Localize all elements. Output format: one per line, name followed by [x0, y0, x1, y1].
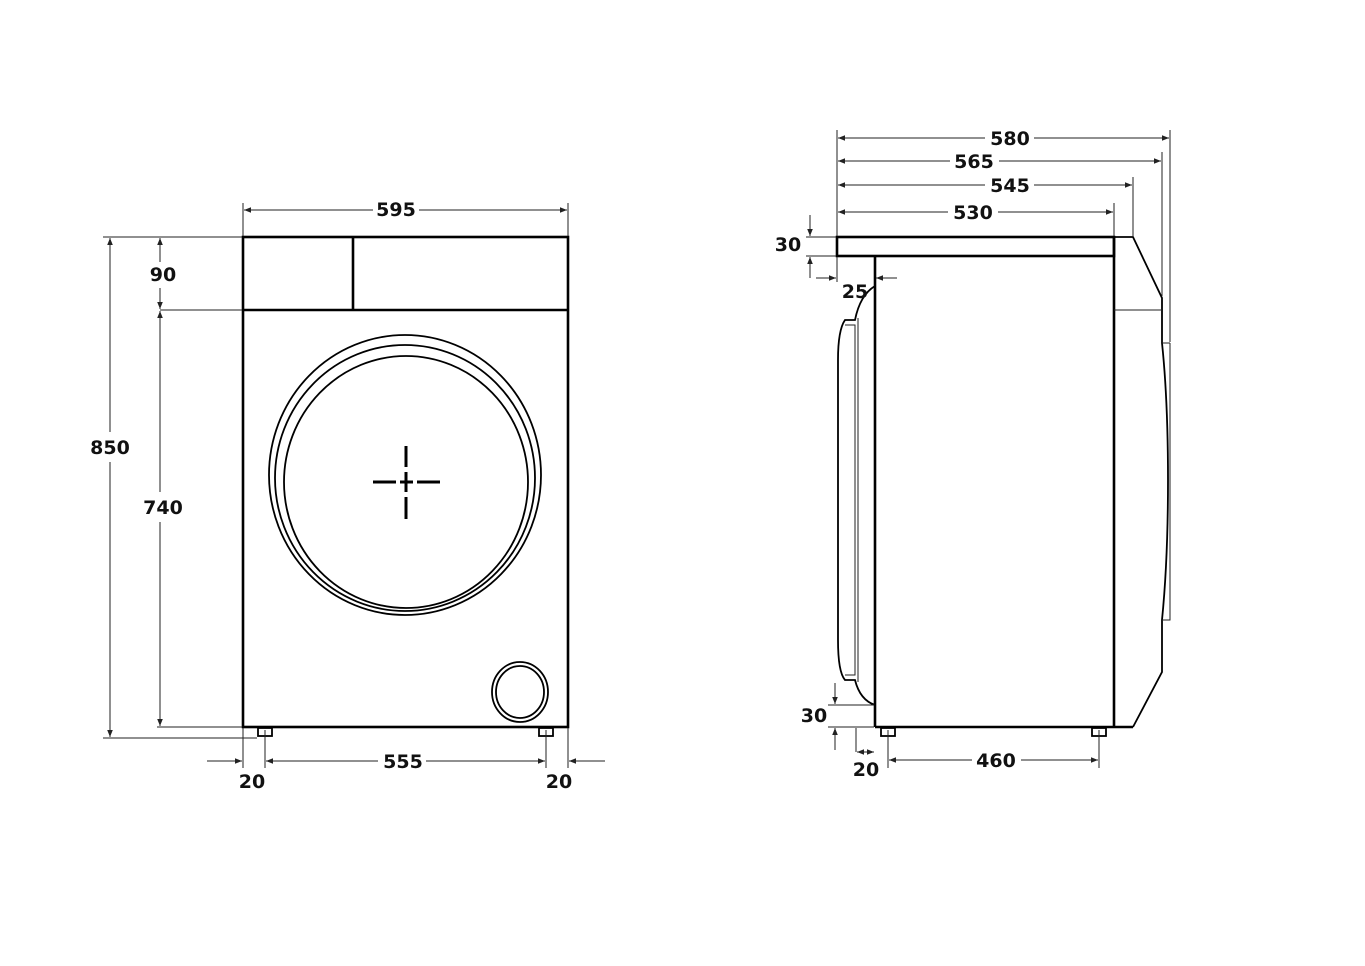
dim-top-overhang: 25	[816, 257, 897, 303]
depth-body-label: 530	[953, 202, 993, 224]
foot-offset-right-label: 20	[546, 771, 572, 793]
top-overhang-label: 25	[842, 281, 868, 303]
control-panel-height-label: 90	[150, 264, 176, 286]
side-top-plate	[835, 235, 1116, 258]
front-cabinet	[241, 235, 570, 729]
door-outer-ring	[268, 334, 542, 616]
foot-offset-left-label: 20	[239, 771, 265, 793]
dim-side-feet: 460 20	[853, 728, 1100, 781]
dim-side-depths: 580 565 545 530	[836, 128, 1171, 342]
dim-side-foot-height: 30	[801, 683, 874, 750]
dim-front-width: 595	[242, 199, 569, 236]
side-door-profile-inner	[845, 324, 856, 676]
depth-with-door-label: 565	[954, 151, 994, 173]
body-height-label: 740	[143, 497, 183, 519]
foot-spacing-label: 555	[383, 751, 423, 773]
front-view: 595 850 90 740	[90, 199, 605, 793]
depth-max-label: 580	[990, 128, 1030, 150]
dim-top-thickness: 30	[775, 215, 836, 278]
front-height-total-label: 850	[90, 437, 130, 459]
door-outer-ring-inner-edge	[274, 344, 536, 612]
side-door-profile	[837, 285, 876, 706]
side-rear-profile-inner	[1162, 342, 1171, 621]
side-rear-profile	[1114, 236, 1169, 728]
filter-hatch-inner	[495, 665, 545, 719]
side-view: 580 565 545 530 30 25	[775, 128, 1171, 781]
filter-hatch-outer	[491, 661, 549, 723]
side-foot-height-label: 30	[801, 705, 827, 727]
side-foot-offset-label: 20	[853, 759, 879, 781]
front-width-label: 595	[376, 199, 416, 221]
dim-body-height: 740	[143, 311, 242, 728]
side-foot-spacing-label: 460	[976, 750, 1016, 772]
top-thickness-label: 30	[775, 234, 801, 256]
depth-545-label: 545	[990, 175, 1030, 197]
door-center-mark	[373, 446, 440, 519]
dim-control-panel-height: 90	[150, 238, 242, 311]
dim-front-height-total: 850	[90, 236, 257, 739]
door-glass	[283, 355, 529, 609]
dim-front-feet: 555 20 20	[207, 728, 605, 793]
